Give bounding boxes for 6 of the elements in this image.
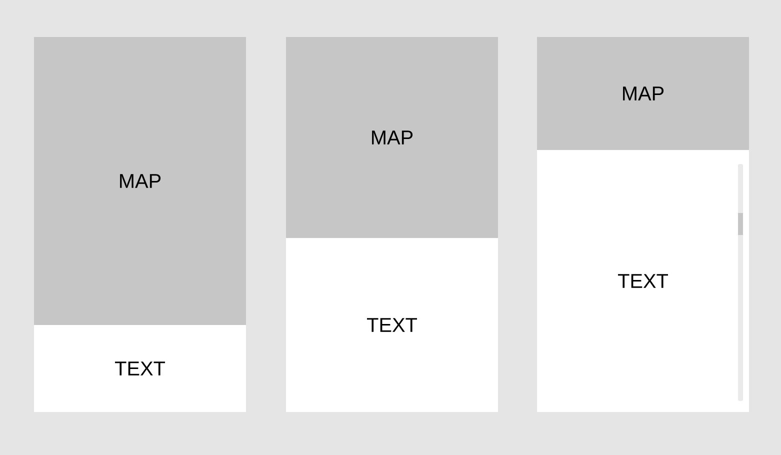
text-area: TEXT bbox=[286, 238, 498, 412]
text-area: TEXT bbox=[34, 325, 246, 412]
map-area: MAP bbox=[537, 37, 749, 150]
map-area: MAP bbox=[34, 37, 246, 325]
map-area: MAP bbox=[286, 37, 498, 238]
text-area: TEXT bbox=[537, 150, 749, 412]
